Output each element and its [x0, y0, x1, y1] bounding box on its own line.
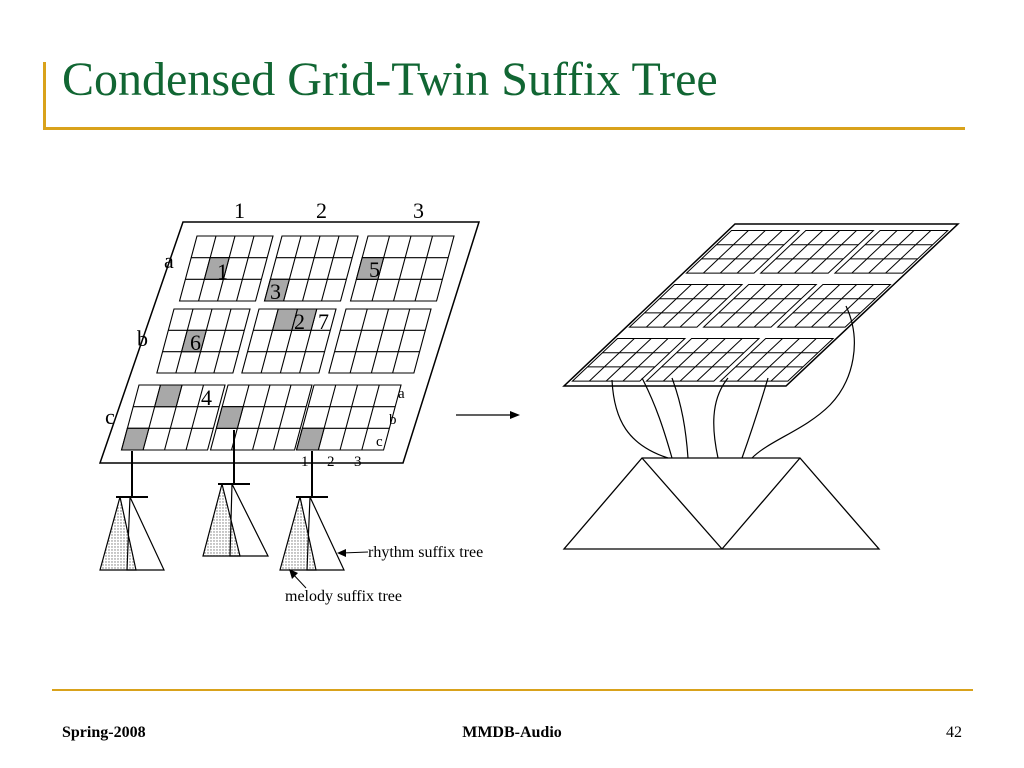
condensed-right-diagram	[562, 223, 960, 550]
condensed-grid-blocks	[571, 229, 950, 382]
title-accent-bar	[43, 62, 46, 130]
shaded-cell	[120, 427, 150, 451]
rhythm-suffix-tree-label: rhythm suffix tree	[368, 544, 483, 561]
twin-suffix-tree-3	[279, 451, 345, 571]
shaded-cell	[263, 278, 291, 302]
cell-number-4: 4	[201, 385, 212, 410]
shaded-cell	[215, 406, 244, 429]
condensed-grid-block	[645, 337, 761, 382]
sub-row-label-a: a	[398, 386, 405, 402]
sub-row-label-c: c	[376, 434, 383, 450]
page-number: 42	[946, 724, 962, 741]
slide-title: Condensed Grid-Twin Suffix Tree	[62, 53, 718, 106]
shaded-cell	[295, 427, 325, 451]
row-label-c: c	[105, 404, 115, 429]
melody-suffix-tree-label: melody suffix tree	[285, 588, 402, 605]
condensed-grid-block	[776, 283, 892, 328]
connecting-curves	[611, 305, 855, 459]
shaded-cell	[291, 308, 318, 331]
cell-number-2: 2	[294, 309, 305, 334]
sub-column-label-3: 3	[354, 454, 362, 470]
row-label-b: b	[137, 326, 148, 351]
cell-number-5: 5	[369, 257, 380, 282]
row-label-a: a	[164, 248, 174, 273]
condensed-grid-block	[702, 283, 818, 328]
column-label-3: 3	[413, 198, 424, 223]
footer-course: MMDB-Audio	[462, 724, 562, 741]
condensed-grid-block	[719, 337, 835, 382]
cell-number-6: 6	[190, 330, 201, 355]
shaded-cell	[355, 257, 385, 280]
twin-suffix-tree-2	[202, 430, 269, 557]
twin-suffix-tree-1	[99, 451, 165, 571]
column-label-2: 2	[316, 198, 327, 223]
condensed-grid-block	[833, 229, 950, 274]
condensed-grid-block	[685, 229, 801, 274]
shaded-cells	[120, 257, 385, 451]
transform-arrow	[456, 411, 520, 419]
grid-block	[328, 308, 432, 374]
grid-twin-left-diagram: 1 2 3 a b c 1 3 5 2 7 6 4 a b c 1 2 3	[98, 198, 483, 605]
sub-column-label-1: 1	[301, 454, 309, 470]
shaded-cell	[153, 384, 183, 408]
condensed-suffix-tree	[562, 457, 881, 550]
sub-column-label-2: 2	[327, 454, 335, 470]
sub-row-label-b: b	[389, 412, 397, 428]
rhythm-arrow	[341, 551, 369, 554]
cell-number-3: 3	[270, 279, 281, 304]
condensed-grid-block	[628, 283, 744, 328]
cell-number-1: 1	[217, 259, 228, 284]
footer-divider	[52, 689, 973, 691]
title-divider	[43, 127, 965, 130]
shaded-cell	[180, 329, 208, 353]
column-label-1: 1	[234, 198, 245, 223]
condensed-grid-block	[571, 337, 687, 382]
rhythm-arrowhead	[337, 549, 346, 557]
condensed-grid-block	[759, 229, 875, 274]
melody-arrowhead	[289, 569, 298, 579]
shaded-cell	[203, 257, 230, 280]
footer-date: Spring-2008	[62, 724, 146, 741]
cell-number-7: 7	[318, 309, 329, 334]
